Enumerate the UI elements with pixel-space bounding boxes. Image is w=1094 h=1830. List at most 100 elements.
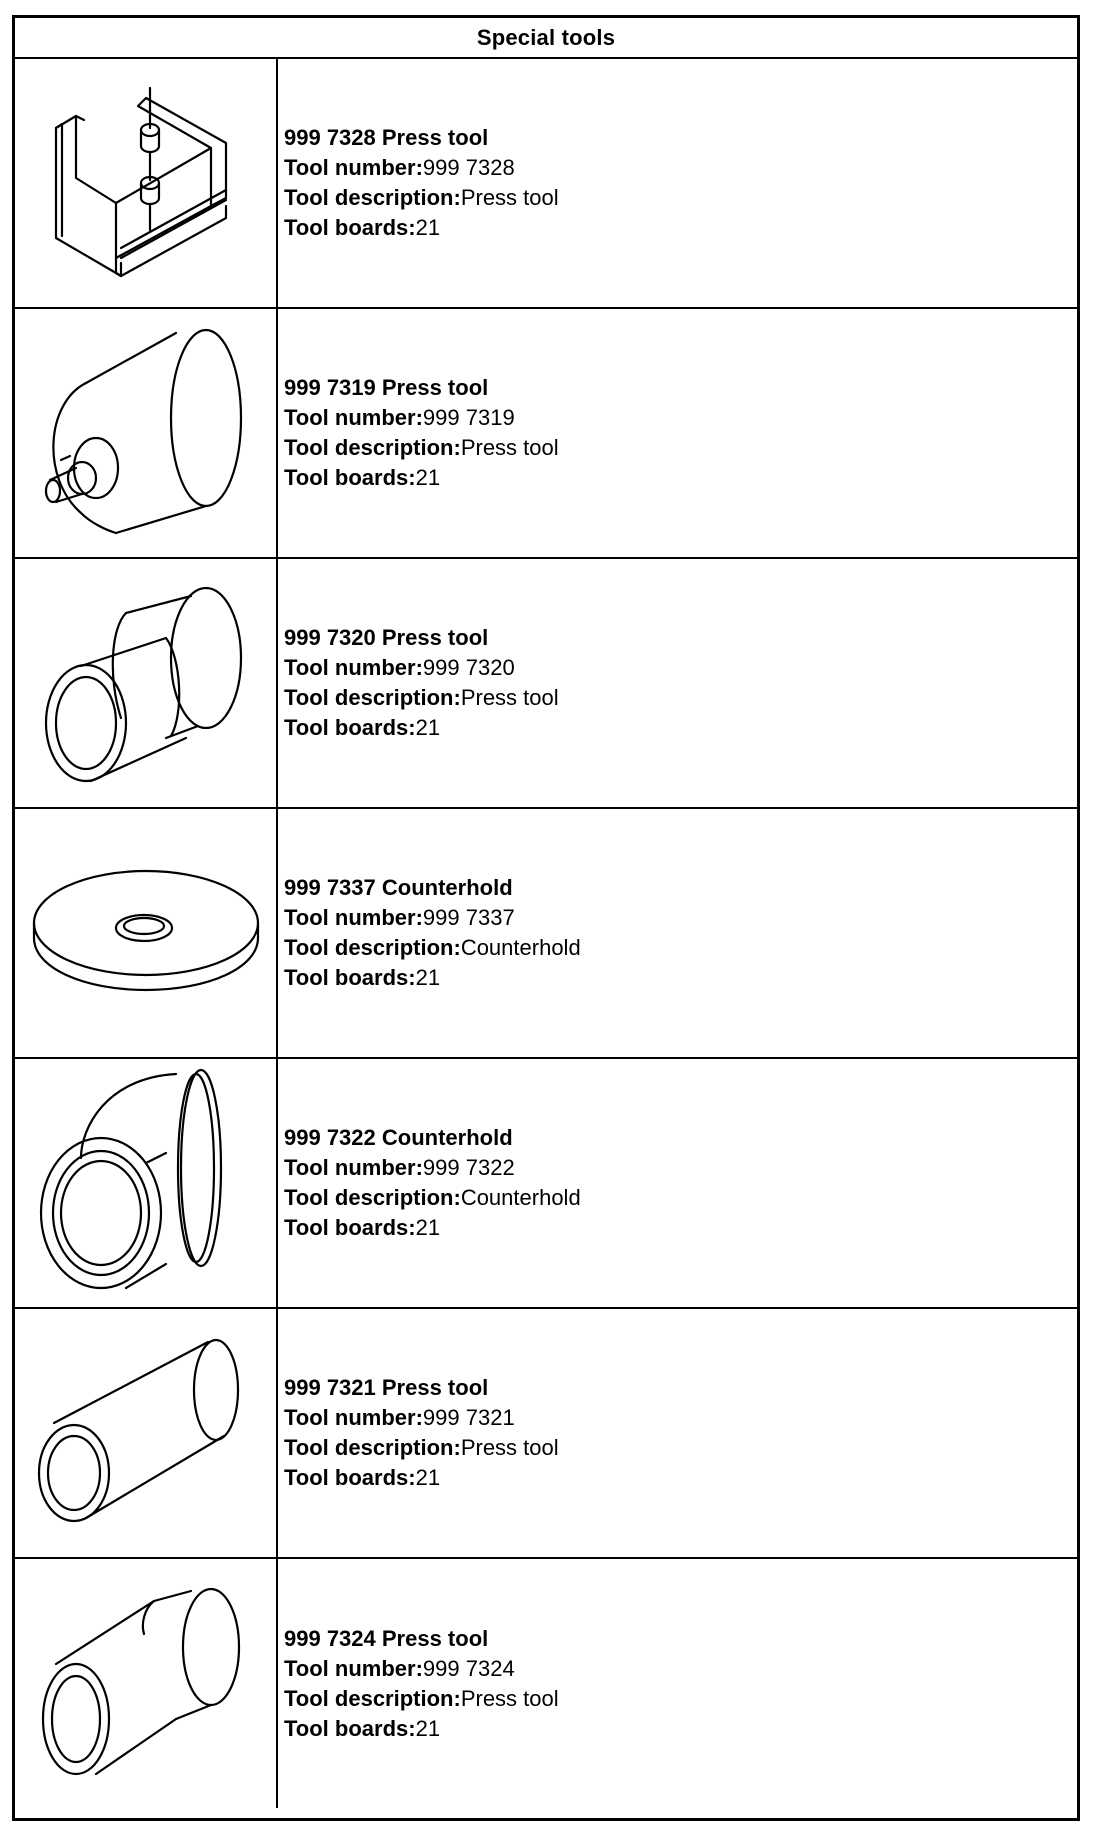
tool-description-line: Tool description:Press tool bbox=[284, 1684, 1077, 1714]
tool-boards-label: Tool boards: bbox=[284, 965, 416, 990]
tool-boards-line: Tool boards:21 bbox=[284, 213, 1077, 243]
tool-description-line: Tool description:Press tool bbox=[284, 683, 1077, 713]
tool-description-value: Press tool bbox=[460, 435, 559, 460]
tool-boards-value: 21 bbox=[415, 1465, 441, 1490]
tool-description-value: Counterhold bbox=[460, 1185, 581, 1210]
tool-boards-value: 21 bbox=[415, 215, 441, 240]
tool-number-value: 999 7324 bbox=[422, 1655, 515, 1681]
tool-boards-line: Tool boards:21 bbox=[284, 713, 1077, 743]
tool-boards-value: 21 bbox=[415, 715, 441, 740]
tool-title: 999 7337 Counterhold bbox=[284, 875, 513, 900]
tool-number-label: Tool number: bbox=[284, 405, 423, 430]
tool-boards-line: Tool boards:21 bbox=[284, 463, 1077, 493]
table-row: 999 7320 Press tool Tool number:999 7320… bbox=[15, 559, 1077, 809]
tool-boards-label: Tool boards: bbox=[284, 1715, 416, 1741]
tool-info-cell: 999 7322 Counterhold Tool number:999 732… bbox=[278, 1059, 1077, 1307]
tool-number-line: Tool number:999 7320 bbox=[284, 653, 1077, 683]
flat-washer-icon bbox=[32, 869, 259, 992]
tool-boards-line: Tool boards:21 bbox=[284, 1714, 1077, 1744]
tool-number-value: 999 7322 bbox=[422, 1155, 515, 1180]
tool-description-value: Press tool bbox=[460, 185, 559, 210]
tool-boards-value: 21 bbox=[415, 1215, 441, 1240]
tool-number-label: Tool number: bbox=[284, 1655, 423, 1681]
tool-description-line: Tool description:Counterhold bbox=[284, 933, 1077, 963]
tool-number-value: 999 7321 bbox=[422, 1405, 515, 1430]
tool-title: 999 7324 Press tool bbox=[284, 1625, 489, 1651]
press-frame-icon bbox=[54, 86, 227, 278]
stepped-cylinder-icon bbox=[44, 328, 242, 535]
tool-boards-value: 21 bbox=[415, 965, 441, 990]
tool-title: 999 7319 Press tool bbox=[284, 375, 489, 400]
tool-info-cell: 999 7324 Press tool Tool number:999 7324… bbox=[278, 1559, 1077, 1808]
tool-title: 999 7322 Counterhold bbox=[284, 1125, 513, 1150]
flanged-sleeve-icon bbox=[39, 1068, 222, 1290]
tube-icon bbox=[37, 1338, 239, 1523]
hollow-stepped-cylinder-icon bbox=[44, 586, 242, 783]
table-row: 999 7322 Counterhold Tool number:999 732… bbox=[15, 1059, 1077, 1309]
tool-description-value: Press tool bbox=[460, 1435, 559, 1460]
tool-boards-label: Tool boards: bbox=[284, 465, 416, 490]
tool-description-label: Tool description: bbox=[284, 1685, 461, 1711]
tool-number-label: Tool number: bbox=[284, 1405, 423, 1430]
tool-boards-line: Tool boards:21 bbox=[284, 1213, 1077, 1243]
tool-boards-value: 21 bbox=[415, 465, 441, 490]
tool-image-cell bbox=[15, 1059, 278, 1307]
tool-number-value: 999 7320 bbox=[422, 655, 515, 680]
tool-number-line: Tool number:999 7321 bbox=[284, 1403, 1077, 1433]
tool-boards-value: 21 bbox=[415, 1715, 441, 1741]
table-row: 999 7319 Press tool Tool number:999 7319… bbox=[15, 309, 1077, 559]
table-header: Special tools bbox=[15, 18, 1077, 59]
tool-title: 999 7320 Press tool bbox=[284, 625, 489, 650]
tool-number-label: Tool number: bbox=[284, 155, 423, 180]
tool-description-label: Tool description: bbox=[284, 185, 461, 210]
tool-image-cell bbox=[15, 59, 278, 307]
tool-description-value: Press tool bbox=[460, 685, 559, 710]
tool-description-label: Tool description: bbox=[284, 685, 461, 710]
special-tools-table: Special tools bbox=[12, 15, 1080, 1821]
table-title: Special tools bbox=[476, 24, 616, 50]
tool-number-label: Tool number: bbox=[284, 905, 423, 930]
tool-description-line: Tool description:Press tool bbox=[284, 1433, 1077, 1463]
tool-number-label: Tool number: bbox=[284, 655, 423, 680]
tool-boards-label: Tool boards: bbox=[284, 1465, 416, 1490]
tool-boards-label: Tool boards: bbox=[284, 715, 416, 740]
tool-description-label: Tool description: bbox=[284, 1185, 461, 1210]
tool-info-cell: 999 7337 Counterhold Tool number:999 733… bbox=[278, 809, 1077, 1057]
tool-boards-label: Tool boards: bbox=[284, 215, 416, 240]
tool-boards-label: Tool boards: bbox=[284, 1215, 416, 1240]
table-row: 999 7337 Counterhold Tool number:999 733… bbox=[15, 809, 1077, 1059]
tool-number-line: Tool number:999 7328 bbox=[284, 153, 1077, 183]
tool-image-cell bbox=[15, 1309, 278, 1557]
tool-description-label: Tool description: bbox=[284, 435, 461, 460]
tool-description-value: Press tool bbox=[460, 1685, 559, 1711]
tool-image-cell bbox=[15, 559, 278, 807]
tool-boards-line: Tool boards:21 bbox=[284, 1463, 1077, 1493]
tool-info-cell: 999 7328 Press tool Tool number:999 7328… bbox=[278, 59, 1077, 307]
tool-info-cell: 999 7319 Press tool Tool number:999 7319… bbox=[278, 309, 1077, 557]
tool-title: 999 7328 Press tool bbox=[284, 125, 489, 150]
tool-description-label: Tool description: bbox=[284, 1435, 461, 1460]
table-row: 999 7324 Press tool Tool number:999 7324… bbox=[15, 1559, 1077, 1808]
tool-number-line: Tool number:999 7322 bbox=[284, 1153, 1077, 1183]
tool-number-value: 999 7328 bbox=[422, 155, 515, 180]
tool-description-label: Tool description: bbox=[284, 935, 461, 960]
tool-number-line: Tool number:999 7324 bbox=[284, 1654, 1077, 1684]
tool-number-line: Tool number:999 7319 bbox=[284, 403, 1077, 433]
tool-number-label: Tool number: bbox=[284, 1155, 423, 1180]
flanged-tube-icon bbox=[41, 1587, 240, 1775]
table-row: 999 7328 Press tool Tool number:999 7328… bbox=[15, 59, 1077, 309]
tool-number-line: Tool number:999 7337 bbox=[284, 903, 1077, 933]
tool-number-value: 999 7319 bbox=[422, 405, 515, 430]
table-row: 999 7321 Press tool Tool number:999 7321… bbox=[15, 1309, 1077, 1559]
tool-info-cell: 999 7321 Press tool Tool number:999 7321… bbox=[278, 1309, 1077, 1557]
tool-info-cell: 999 7320 Press tool Tool number:999 7320… bbox=[278, 559, 1077, 807]
tool-title: 999 7321 Press tool bbox=[284, 1375, 489, 1400]
tool-description-line: Tool description:Press tool bbox=[284, 183, 1077, 213]
tool-description-value: Counterhold bbox=[460, 935, 581, 960]
tool-image-cell bbox=[15, 1559, 278, 1808]
tool-image-cell bbox=[15, 809, 278, 1057]
tool-description-line: Tool description:Press tool bbox=[284, 433, 1077, 463]
tool-number-value: 999 7337 bbox=[422, 905, 515, 930]
tool-description-line: Tool description:Counterhold bbox=[284, 1183, 1077, 1213]
tool-boards-line: Tool boards:21 bbox=[284, 963, 1077, 993]
